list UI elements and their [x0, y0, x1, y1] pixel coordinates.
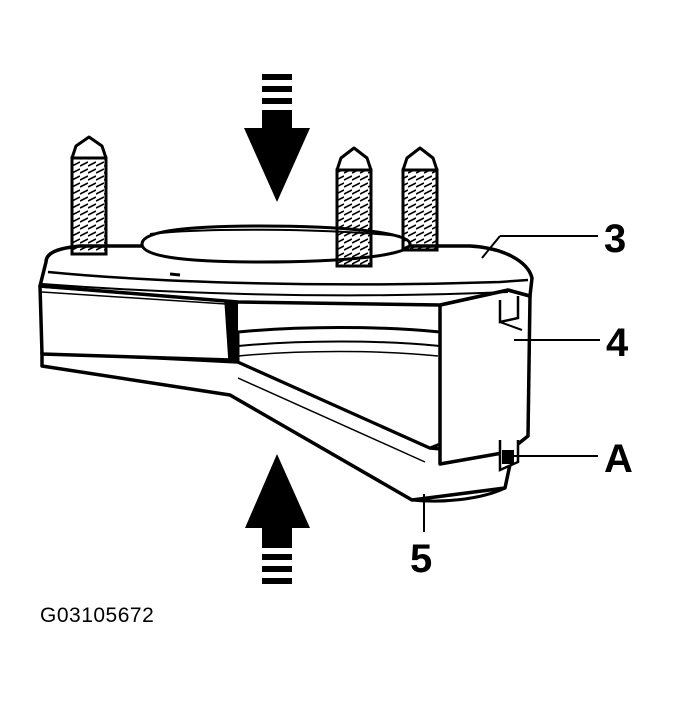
left-skirt — [38, 284, 238, 362]
top-plate — [38, 244, 534, 307]
stud-right — [401, 146, 439, 252]
figure-id: G03105672 — [40, 604, 155, 627]
leader-line-3 — [481, 235, 501, 259]
leader-lines — [423, 235, 600, 532]
down-arrow-icon — [244, 74, 310, 202]
callout-5: 5 — [410, 537, 432, 581]
callout-3: 3 — [604, 217, 626, 261]
stud-left — [70, 135, 108, 256]
callout-4: 4 — [606, 321, 629, 365]
stud-center — [335, 146, 373, 268]
callout-a: A — [604, 437, 633, 481]
up-arrow-icon — [245, 454, 310, 584]
right-housing — [438, 288, 532, 472]
